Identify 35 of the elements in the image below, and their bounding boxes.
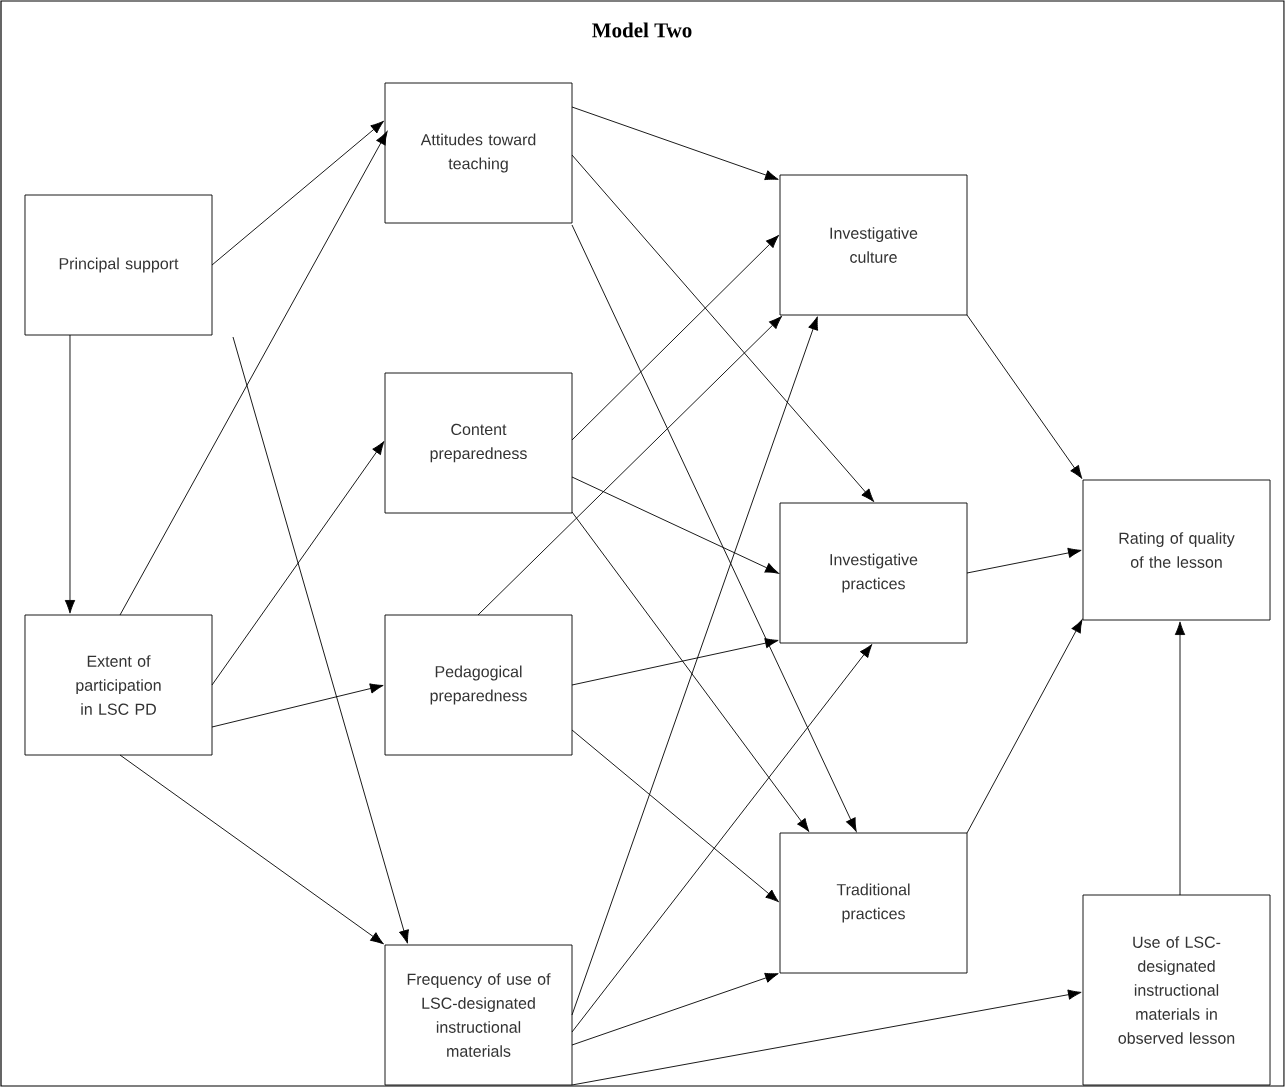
box: Content preparedness <box>384 372 573 514</box>
box: Frequency of use of LSC-designated instructional materials <box>384 944 573 1086</box>
arrow <box>571 224 857 832</box>
arrow <box>571 638 779 686</box>
arrow <box>571 476 779 574</box>
arrow <box>119 754 384 945</box>
box: Traditional practices <box>779 832 968 974</box>
arrow <box>966 619 1083 834</box>
arrow <box>571 106 779 181</box>
arrow <box>211 441 385 686</box>
arrow <box>571 511 810 832</box>
title: Model Two <box>592 22 692 38</box>
arrow <box>571 644 873 1033</box>
arrow <box>966 547 1082 574</box>
arrow <box>571 234 780 441</box>
arrow <box>571 729 779 903</box>
arrow <box>211 683 384 728</box>
arrow <box>211 120 384 266</box>
box: Investigative practices <box>779 502 968 644</box>
box: Investigative culture <box>779 174 968 316</box>
box: Rating of quality of the lesson <box>1082 479 1271 621</box>
arrow <box>571 972 779 1046</box>
arrow <box>64 334 76 614</box>
box: Use of LSC-designated instructional materials in observed lesson <box>1082 894 1271 1086</box>
arrow <box>571 154 875 503</box>
arrow <box>232 336 409 944</box>
arrow <box>571 316 819 1016</box>
arrow <box>119 131 388 616</box>
arrow <box>966 314 1083 479</box>
box: Extent of participation in LSC PD <box>24 614 213 756</box>
box: Pedagogical preparedness <box>384 614 573 756</box>
arrow <box>1174 621 1186 896</box>
box: Attitudes toward teaching <box>384 82 573 224</box>
arrow <box>477 315 783 616</box>
box: Principal support <box>24 194 213 336</box>
